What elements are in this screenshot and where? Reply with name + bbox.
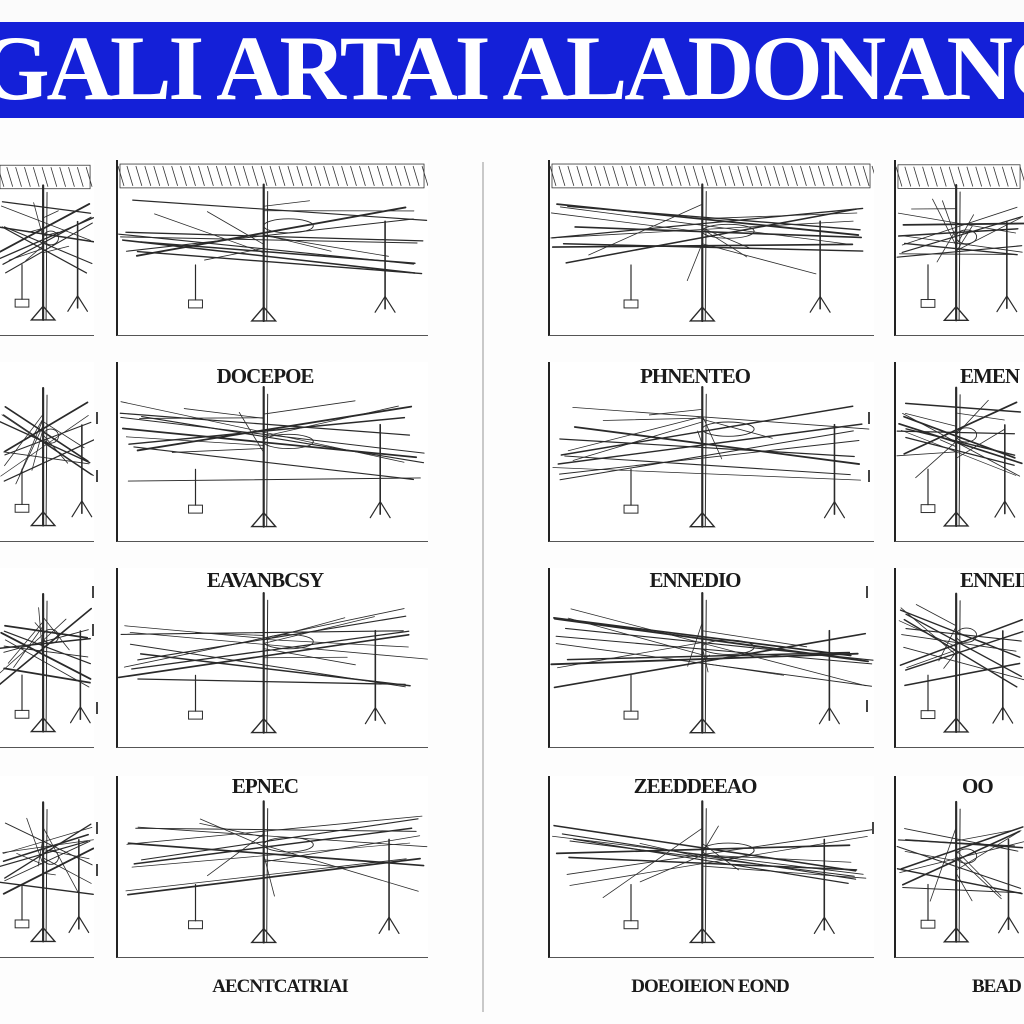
sketch-drawing — [550, 163, 874, 323]
sketch-panel — [116, 776, 428, 958]
row-label: ENNEIN — [960, 568, 1024, 592]
truss-sketch — [550, 183, 864, 323]
sketch-drawing — [0, 386, 94, 527]
ruler-tick — [96, 470, 98, 482]
sketch-drawing — [118, 592, 428, 734]
sketch-panel — [894, 568, 1024, 748]
truss-sketch — [0, 801, 94, 943]
ruler-tick — [866, 700, 868, 712]
row-label: EAVANBCSY — [206, 568, 324, 592]
sketch-panel — [0, 362, 94, 542]
truss-sketch — [552, 800, 874, 944]
row-label: OO — [962, 774, 994, 798]
sketch-drawing — [550, 592, 874, 734]
header-strip — [550, 163, 874, 189]
sketch-panel — [0, 160, 94, 336]
sketch-panel — [894, 362, 1024, 542]
sketch-panel — [548, 776, 874, 958]
truss-sketch — [896, 184, 1024, 322]
sketch-panel — [894, 160, 1024, 336]
truss-sketch — [0, 592, 93, 733]
row-label: ENNEDIO — [649, 568, 741, 592]
sketch-panel — [116, 160, 428, 336]
truss-sketch — [118, 183, 428, 323]
ruler-tick — [96, 822, 98, 834]
sketch-drawing — [118, 163, 428, 323]
sketch-panel — [116, 362, 428, 542]
row-label: EPNEC — [231, 774, 299, 798]
ruler-tick — [872, 822, 874, 834]
header-strip — [896, 164, 1024, 189]
truss-sketch — [0, 184, 94, 321]
sketch-drawing — [119, 386, 425, 528]
sketch-drawing — [0, 801, 94, 943]
sketch-panel — [548, 160, 874, 336]
bottom-caption: BEAD — [972, 976, 1022, 997]
truss-sketch — [896, 800, 1024, 943]
ruler-tick — [96, 864, 98, 876]
truss-sketch — [898, 592, 1024, 734]
sketch-drawing — [898, 592, 1024, 734]
row-label: PHNENTEO — [640, 364, 751, 388]
truss-sketch — [552, 386, 870, 528]
header-strip — [0, 164, 93, 190]
ruler-tick — [92, 586, 94, 598]
center-divider — [482, 162, 484, 1012]
sketch-panel — [894, 776, 1024, 958]
sketch-panel — [0, 776, 94, 958]
sketch-drawing — [0, 592, 93, 733]
sketch-drawing — [552, 800, 874, 944]
truss-sketch — [118, 592, 428, 734]
sketch-drawing — [896, 800, 1024, 943]
bottom-caption: DOEOIEION EOND — [631, 976, 790, 997]
sketch-panel — [0, 568, 94, 748]
sketch-drawing — [896, 164, 1024, 322]
sketch-drawing — [552, 386, 870, 528]
sketch-drawing — [0, 164, 94, 321]
sketch-panel — [548, 568, 874, 748]
row-label: EMEN — [960, 364, 1020, 388]
truss-sketch — [896, 386, 1023, 528]
ruler-tick — [96, 412, 98, 424]
ruler-tick — [866, 586, 868, 598]
bottom-caption: AECNTCATRIAI — [212, 976, 348, 997]
ruler-tick — [868, 412, 870, 424]
sketch-panel — [116, 568, 428, 748]
row-label: ZEEDDEEAO — [633, 774, 758, 798]
truss-sketch — [119, 386, 425, 528]
sketch-panel — [548, 362, 874, 542]
truss-sketch — [0, 386, 94, 527]
banner-title: GALI ARTAI ALADONANCTS — [0, 22, 1024, 118]
ruler-tick — [92, 624, 94, 636]
row-label: DOCEPOE — [216, 364, 315, 388]
title-banner: GALI ARTAI ALADONANCTS — [0, 22, 1024, 118]
truss-sketch — [125, 800, 428, 944]
ruler-tick — [868, 470, 870, 482]
truss-sketch — [550, 592, 874, 734]
header-strip — [118, 163, 428, 189]
sketch-drawing — [896, 386, 1023, 528]
sketch-drawing — [125, 800, 428, 944]
ruler-tick — [96, 702, 98, 714]
